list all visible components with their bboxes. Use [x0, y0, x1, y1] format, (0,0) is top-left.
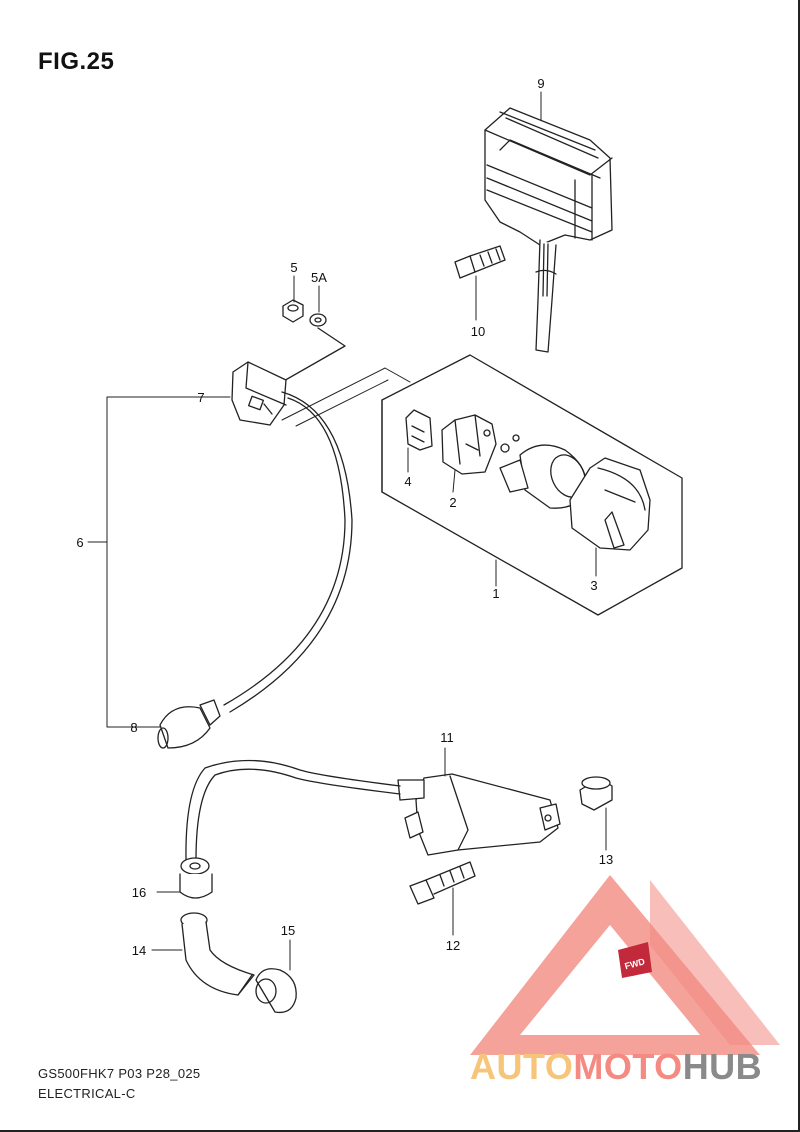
plug-cap-7 [231, 361, 287, 426]
callout-14: 14 [132, 943, 146, 958]
figure-title: FIG.25 [38, 48, 115, 75]
regulator-rectifier [484, 107, 613, 353]
boot-14 [180, 912, 255, 996]
callout-9: 9 [537, 76, 544, 91]
callout-10: 10 [471, 324, 485, 339]
callout-1: 1 [492, 586, 499, 601]
nut-and-washer [282, 299, 327, 327]
cap-15 [255, 968, 297, 1014]
callout-15: 15 [281, 923, 295, 938]
plug-cap-8 [157, 699, 221, 749]
ignition-switch-box [381, 354, 683, 616]
part-2 [441, 414, 497, 475]
switch-barrel [499, 444, 587, 509]
bolt-10 [454, 245, 506, 279]
callout-4: 4 [404, 474, 411, 489]
part-3 [569, 457, 651, 551]
section-name: ELECTRICAL-C [38, 1086, 136, 1101]
part-4 [405, 409, 433, 451]
bolt-12 [409, 861, 476, 905]
grommet-16 [179, 857, 213, 899]
callout-5a: 5A [311, 270, 327, 285]
callout-13: 13 [599, 852, 613, 867]
callout-11: 11 [440, 730, 454, 745]
callout-5: 5 [290, 260, 297, 275]
callout-12: 12 [446, 938, 460, 953]
callout-6: 6 [76, 535, 83, 550]
watermark-hub: HUB [682, 1046, 763, 1087]
watermark-logo-icon: FWD [470, 875, 780, 1055]
watermark-moto: MOTO [573, 1046, 683, 1087]
callout-8: 8 [130, 720, 137, 735]
ignition-coil [397, 773, 561, 856]
model-code: GS500FHK7 P03 P28_025 [38, 1066, 201, 1081]
callout-2: 2 [449, 495, 456, 510]
watermark-auto: AUTO [470, 1046, 574, 1087]
fwd-badge-icon: FWD [618, 942, 652, 978]
watermark-text: AUTOMOTOHUB [470, 1046, 762, 1088]
collar-13 [579, 776, 613, 811]
callout-7: 7 [197, 390, 204, 405]
callout-3: 3 [590, 578, 597, 593]
callout-16: 16 [132, 885, 146, 900]
leader-lines [87, 91, 607, 971]
